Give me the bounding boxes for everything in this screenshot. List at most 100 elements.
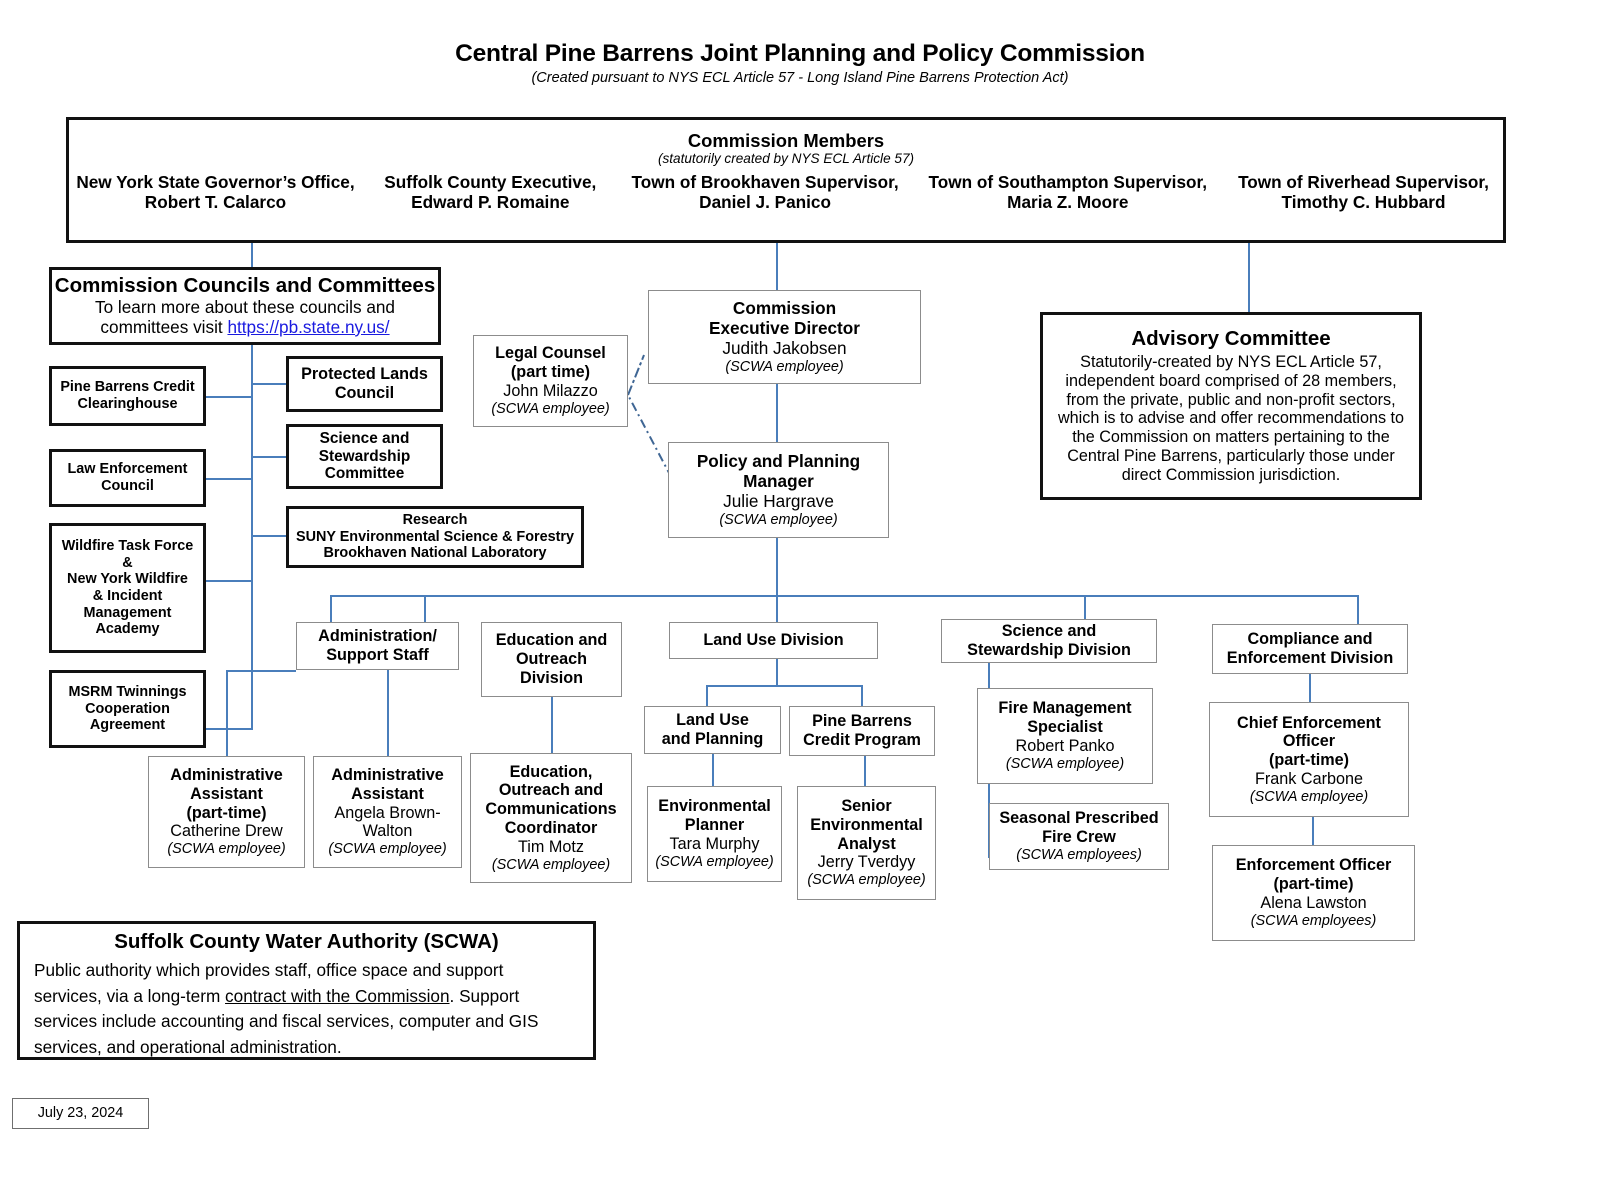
staff-seasonal-prescribed-fire-crew: Seasonal Prescribed Fire Crew (SCWA empl… [989,803,1169,870]
council-line: Agreement [89,717,166,734]
advisory-committee-line: direct Commission jurisdiction. [1121,465,1341,484]
scwa-line-2: services, via a long-term contract with … [34,984,519,1010]
scwa-line-4: services, and operational administration… [34,1037,342,1058]
staff-note: (SCWA employee) [167,841,286,858]
staff-name: Angela Brown- [334,803,441,822]
division-education-outreach: Education and Outreach Division [481,622,622,697]
staff-education-outreach-communications-coordinator: Education, Outreach and Communications C… [470,753,632,883]
council-pine-barrens-credit-clearinghouse: Pine Barrens Credit Clearinghouse [49,366,206,426]
connector-bus-to-compliance [1357,595,1359,624]
staff-name: Alena Lawston [1260,894,1367,913]
division-land-use: Land Use Division [669,622,878,659]
staff-note: (SCWA employee) [807,872,926,889]
council-science-stewardship-committee: Science and Stewardship Committee [286,424,443,489]
council-line: Committee [324,465,405,483]
staff-title: Analyst [837,834,896,853]
staff-note: (SCWA employee) [328,841,447,858]
staff-title: Planner [684,816,745,835]
commission-member-3: Town of Southampton Supervisor, Maria Z.… [912,172,1224,213]
council-line: Council [101,478,154,494]
council-msrm-twinnings: MSRM Twinnings Cooperation Agreement [49,670,206,748]
connector-members-to-councils [251,242,253,268]
staff-note: (SCWA employee) [491,856,611,873]
legal-counsel-title: (part time) [510,363,591,382]
councils-panel-line2-prefix: committees visit [100,316,228,337]
advisory-committee-line: Central Pine Barrens, particularly those… [1067,447,1395,466]
connector-division-bus [330,595,1358,597]
executive-director-name: Judith Jakobsen [722,337,847,358]
advisory-committee-line: which is to advise and offer recommendat… [1057,409,1405,428]
connector-councils-branch-protected [251,383,289,385]
staff-chief-enforcement-officer: Chief Enforcement Officer (part-time) Fr… [1209,702,1409,817]
council-research-partners: Research SUNY Environmental Science & Fo… [286,506,584,568]
legal-counsel-name: John Milazzo [503,382,598,401]
connector-landuse-to-pbc [861,685,863,706]
member-name: Timothy C. Hubbard [1281,192,1446,213]
connector-councils-branch-msrm [206,728,252,730]
connector-director-to-policy [776,384,778,442]
member-name: Robert T. Calarco [144,192,287,213]
policy-manager-title: Policy and Planning [696,450,861,471]
connector-councils-branch-law [206,478,252,480]
connector-councils-branch-wildfire [206,580,252,582]
staff-name: Robert Panko [1015,737,1115,756]
unit-pine-barrens-credit-program: Pine Barrens Credit Program [789,706,935,756]
staff-name: Tara Murphy [669,835,760,854]
council-protected-lands: Protected Lands Council [286,356,443,412]
council-line: Clearinghouse [77,396,178,412]
division-line: Land Use Division [703,631,844,650]
council-line: Academy [95,621,160,638]
staff-name: Frank Carbone [1255,769,1363,788]
scwa-line-1: Public authority which provides staff, o… [34,959,504,980]
executive-director-title: Commission [732,297,837,318]
connector-compliance-to-chief [1309,674,1311,702]
commission-members-note: (statutorily created by NYS ECL Article … [657,151,915,167]
division-line: Enforcement Division [1226,649,1394,667]
commission-member-2: Town of Brookhaven Supervisor, Daniel J.… [619,172,912,213]
staff-title: Seasonal Prescribed [999,809,1159,828]
staff-title: Environmental [658,797,771,816]
legal-counsel-box: Legal Counsel (part time) John Milazzo (… [473,335,628,427]
staff-enforcement-officer: Enforcement Officer (part-time) Alena La… [1212,845,1415,941]
division-compliance-enforcement: Compliance and Enforcement Division [1212,624,1408,674]
council-line: Wildfire Task Force [61,537,194,554]
policy-planning-manager-box: Policy and Planning Manager Julie Hargra… [668,442,889,538]
staff-note: (SCWA employee) [1005,755,1125,772]
advisory-committee-line: independent board comprised of 28 member… [1065,371,1397,390]
unit-line: Pine Barrens [812,712,912,731]
date-stamp-box: July 23, 2024 [12,1098,149,1129]
council-line: Law Enforcement [67,461,188,478]
council-line: Cooperation [85,700,170,717]
council-line: MSRM Twinnings [68,683,187,700]
policy-manager-title: Manager [743,470,814,491]
staff-title: (part-time) [186,803,267,822]
connector-councils-branch-science [251,456,289,458]
connector-landuse-split [706,685,862,687]
connector-bus-to-science [1084,595,1086,619]
legal-counsel-note: (SCWA employee) [491,400,610,417]
connector-admin-to-assistant-pt [226,670,228,756]
division-line: Outreach [515,650,588,669]
advisory-committee-line: from the private, public and non-profit … [1066,390,1396,409]
council-line: Pine Barrens Credit [60,379,195,396]
scwa-note-box: Suffolk County Water Authority (SCWA) Pu… [17,921,596,1060]
member-role: Town of Brookhaven Supervisor, [631,172,899,193]
staff-title: Assistant [190,784,263,803]
scwa-heading: Suffolk County Water Authority (SCWA) [114,930,499,953]
division-science-stewardship: Science and Stewardship Division [941,619,1157,663]
staff-title: Administrative [331,766,444,785]
legal-counsel-title: Legal Counsel [495,344,606,363]
commission-members-box: Commission Members (statutorily created … [66,117,1506,243]
connector-landuse-down [776,659,778,685]
connector-admin-left-stub [226,670,296,672]
staff-note: (SCWA employees) [1250,912,1377,929]
commission-member-0: New York State Governor’s Office, Robert… [69,172,362,213]
pine-barrens-website-link[interactable]: https://pb.state.ny.us/ [227,316,390,337]
date-stamp-text: July 23, 2024 [37,1105,124,1122]
unit-line: Land Use [676,711,749,730]
council-line: SUNY Environmental Science & Forestry [295,528,575,545]
staff-title: Specialist [1027,718,1103,737]
staff-title: Education, [509,762,593,781]
connector-councils-branch-pbc [206,396,252,398]
staff-name: Tim Motz [518,837,584,856]
